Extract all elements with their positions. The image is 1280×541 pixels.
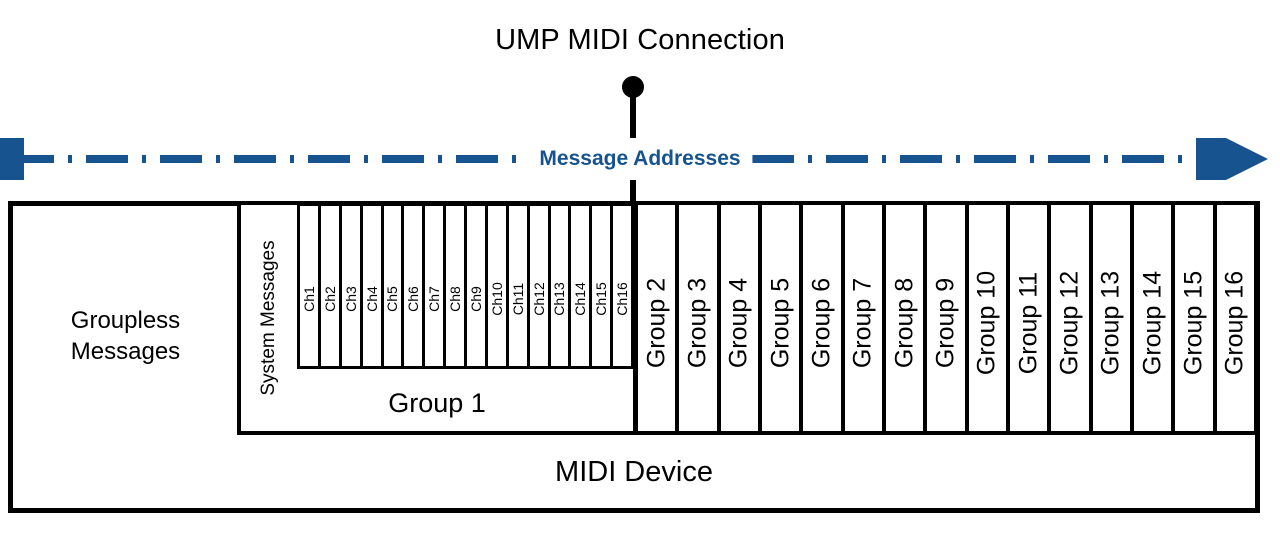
channel-cell[interactable]: Ch1 <box>300 206 321 366</box>
group-column-label: Group 2 <box>642 277 671 368</box>
channel-label: Ch12 <box>530 282 547 316</box>
channel-cell[interactable]: Ch4 <box>362 206 384 366</box>
channel-cell[interactable]: Ch16 <box>613 206 634 366</box>
page-title: UMP MIDI Connection <box>495 24 785 56</box>
message-addresses-label: Message Addresses <box>527 138 753 180</box>
group-column[interactable]: Group 3 <box>675 201 717 435</box>
group-column[interactable]: Group 2 <box>634 201 676 435</box>
groupless-messages-label: Groupless Messages <box>18 306 233 367</box>
group-column-label: Group 6 <box>807 277 836 368</box>
channel-cell[interactable]: Ch10 <box>487 206 509 366</box>
group-column-label: Group 11 <box>1014 271 1043 374</box>
channel-label: Ch1 <box>300 285 317 312</box>
group-1-label: Group 1 <box>388 388 486 418</box>
groupless-messages-line2: Messages <box>70 337 181 365</box>
group-column[interactable]: Group 12 <box>1047 201 1089 435</box>
channel-cell[interactable]: Ch13 <box>550 206 572 366</box>
channel-label: Ch3 <box>342 285 359 312</box>
group-column[interactable]: Group 6 <box>799 201 841 435</box>
group-column[interactable]: Group 15 <box>1171 201 1213 435</box>
group-column-label: Group 16 <box>1220 270 1249 375</box>
group-column[interactable]: Group 7 <box>840 201 882 435</box>
connection-dot-icon <box>622 76 644 98</box>
system-messages-lane: System Messages <box>241 205 297 431</box>
group-columns: Group 2 Group 3 Group 4 Group 5 Group 6 Group… <box>634 201 1258 435</box>
group-column-label: Group 9 <box>931 277 960 368</box>
channel-cell[interactable]: Ch6 <box>404 206 426 366</box>
group-column-label: Group 8 <box>890 277 919 368</box>
channel-cell[interactable]: Ch7 <box>425 206 447 366</box>
group-column-label: Group 4 <box>724 277 753 368</box>
group-column[interactable]: Group 5 <box>757 201 800 435</box>
group-column-label: Group 12 <box>1055 270 1084 375</box>
group-column-label: Group 15 <box>1179 270 1208 375</box>
channel-label: Ch13 <box>551 282 568 316</box>
group-column[interactable]: Group 14 <box>1129 201 1172 435</box>
channel-cell[interactable]: Ch15 <box>592 206 614 366</box>
channel-label: Ch9 <box>467 285 484 312</box>
group-column-label: Group 13 <box>1096 270 1125 375</box>
channel-cell[interactable]: Ch9 <box>467 206 488 366</box>
channel-cell[interactable]: Ch12 <box>529 206 551 366</box>
channel-label: Ch7 <box>426 285 443 312</box>
channel-cell[interactable]: Ch11 <box>508 206 530 366</box>
system-messages-label: System Messages <box>258 240 279 396</box>
group-column[interactable]: Group 10 <box>964 201 1006 435</box>
group-column-label: Group 5 <box>766 277 795 368</box>
channel-label: Ch10 <box>488 282 505 316</box>
group-column-label: Group 7 <box>848 277 877 368</box>
channel-cell[interactable]: Ch8 <box>446 206 467 366</box>
group-column-label: Group 14 <box>1138 270 1167 375</box>
channel-label: Ch4 <box>363 285 380 312</box>
group-column[interactable]: Group 13 <box>1088 201 1130 435</box>
group-column-label: Group 3 <box>683 277 712 368</box>
channel-label: Ch2 <box>321 285 338 312</box>
group-column[interactable]: Group 9 <box>923 201 965 435</box>
channel-cell[interactable]: Ch5 <box>383 206 405 366</box>
channel-label: Ch5 <box>384 285 401 312</box>
group-column[interactable]: Group 16 <box>1212 201 1258 435</box>
channel-label: Ch6 <box>405 285 422 312</box>
channel-label: Ch8 <box>447 285 464 312</box>
channel-label: Ch11 <box>509 282 526 316</box>
group-column-label: Group 10 <box>972 270 1001 375</box>
channel-label: Ch14 <box>572 282 589 316</box>
midi-device-label: MIDI Device <box>555 456 713 488</box>
group-column[interactable]: Group 8 <box>881 201 924 435</box>
channel-cell[interactable]: Ch2 <box>320 206 342 366</box>
channel-label: Ch15 <box>593 282 610 316</box>
channel-cell[interactable]: Ch3 <box>341 206 363 366</box>
group-column[interactable]: Group 4 <box>716 201 758 435</box>
channel-cell[interactable]: Ch14 <box>571 206 593 366</box>
group-column[interactable]: Group 11 <box>1005 201 1048 435</box>
groupless-messages-line1: Groupless <box>70 307 181 334</box>
channel-label: Ch16 <box>614 282 631 316</box>
